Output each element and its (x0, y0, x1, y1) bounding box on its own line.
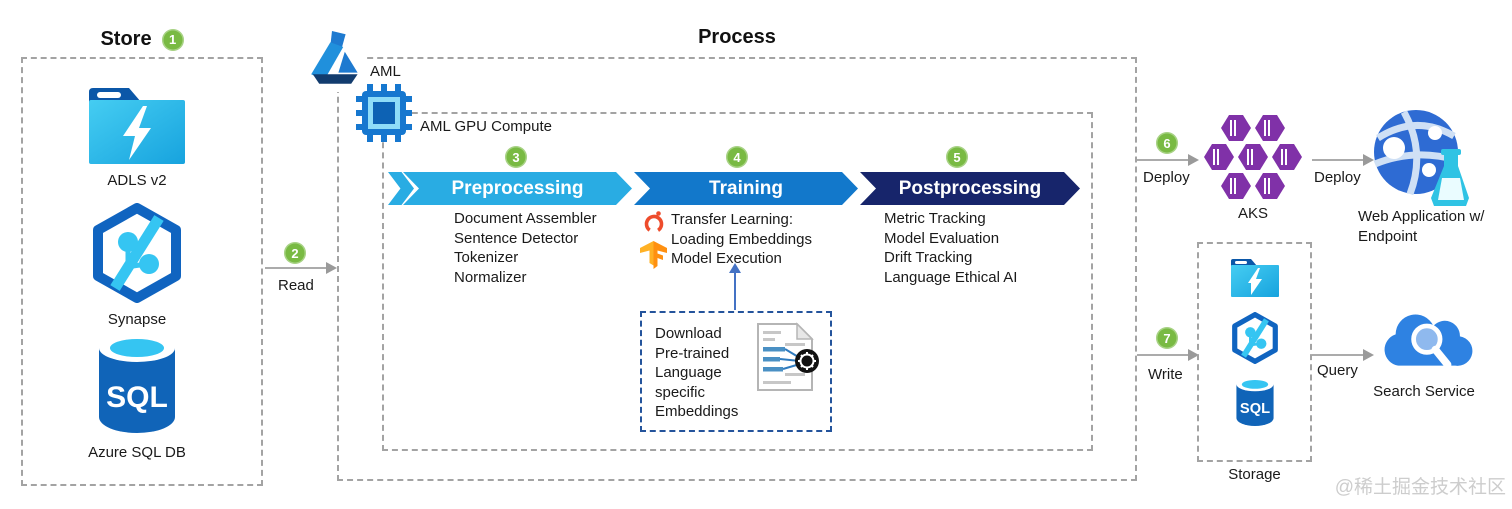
read-arrow (265, 262, 337, 274)
list-item: Document Assembler (454, 210, 597, 227)
list-item: Download (655, 325, 722, 342)
embeddings-box: Download Pre-trained Language specific E… (640, 311, 832, 432)
banner-training: Training (634, 172, 858, 205)
write-label: Write (1148, 366, 1183, 383)
gpu-compute-box (382, 112, 1093, 451)
list-item: Drift Tracking (884, 249, 973, 266)
aks-label: AKS (1237, 205, 1268, 222)
storage-box (1197, 242, 1312, 462)
webapp-label: Web Application w/ Endpoint (1358, 207, 1484, 247)
list-item: Language Ethical AI (884, 268, 1018, 286)
gpu-chip-icon (356, 84, 412, 142)
training-items: Transfer Learning: Loading Embeddings Mo… (671, 210, 812, 269)
svg-text:SQL: SQL (1240, 401, 1270, 417)
deploy1-label: Deploy (1143, 169, 1190, 186)
storage-label: Storage (1228, 466, 1281, 483)
list-item: Sentence Detector (454, 229, 579, 247)
write-badge: 7 (1156, 327, 1178, 349)
deploy1-badge: 6 (1156, 132, 1178, 154)
list-item: specific (655, 383, 706, 401)
store-badge: 1 (161, 28, 184, 51)
list-item: Loading Embeddings (671, 230, 812, 248)
aml-label: AML (370, 63, 401, 80)
deploy2-arrow (1312, 154, 1374, 166)
stage-badge-training: 4 (726, 146, 748, 168)
read-badge: 2 (284, 242, 306, 264)
list-item: Metric Tracking (884, 210, 986, 227)
query-arrow (1312, 349, 1374, 361)
web-application-icon (1372, 106, 1472, 210)
list-item: Transfer Learning: (671, 211, 794, 228)
list-item: Pre-trained (655, 344, 730, 362)
stage-badge-postprocessing: 5 (946, 146, 968, 168)
banner-postprocessing: Postprocessing (860, 172, 1080, 205)
list-item: Model Execution (671, 250, 782, 267)
list-item: Language (655, 364, 722, 381)
synapse-icon (89, 203, 185, 303)
list-item: Tokenizer (454, 249, 519, 266)
webapp-label-line1: Web Application w/ (1358, 208, 1485, 225)
adls-label: ADLS v2 (107, 172, 167, 189)
synapse-label: Synapse (107, 311, 167, 328)
stage-badge-preprocessing: 3 (505, 146, 527, 168)
sql-db-icon: SQL (92, 331, 182, 437)
sql-db-label: Azure SQL DB (88, 444, 186, 461)
storage-sql-icon: SQL (1233, 376, 1277, 428)
preprocessing-items: Document Assembler Sentence Detector Tok… (454, 209, 597, 287)
pytorch-icon (643, 210, 665, 234)
store-title: Store (100, 28, 152, 50)
watermark: @稀土掘金技术社区 (1334, 477, 1506, 498)
storage-adls-folder-icon (1229, 256, 1281, 300)
tensorflow-icon (640, 241, 667, 270)
embeddings-text: Download Pre-trained Language specific E… (655, 324, 738, 422)
query-label: Query (1317, 362, 1358, 379)
process-box (337, 57, 1137, 481)
list-item: Embeddings (655, 403, 739, 420)
store-title-row: Store 1 (21, 28, 263, 51)
svg-text:SQL: SQL (106, 381, 168, 414)
gpu-compute-label: AML GPU Compute (420, 118, 552, 135)
embeddings-up-arrow (729, 263, 741, 310)
search-service-label: Search Service (1373, 383, 1475, 400)
deploy1-arrow (1137, 154, 1199, 166)
storage-synapse-icon (1230, 312, 1280, 364)
aks-icon (1202, 113, 1304, 203)
postprocessing-items: Metric Tracking Model Evaluation Drift T… (884, 209, 1017, 287)
process-title: Process (698, 26, 776, 48)
deploy2-label: Deploy (1314, 169, 1361, 186)
list-item: Normalizer (454, 268, 527, 286)
store-box (21, 57, 263, 486)
list-item: Model Evaluation (884, 229, 1000, 247)
search-service-icon (1372, 306, 1476, 378)
write-arrow (1137, 349, 1199, 361)
embeddings-document-icon (755, 321, 821, 393)
banner-preprocessing: Preprocessing (403, 172, 632, 205)
aml-icon (308, 26, 364, 92)
adls-folder-icon (85, 84, 189, 168)
webapp-label-line2: Endpoint (1358, 228, 1418, 245)
read-label: Read (278, 277, 314, 294)
